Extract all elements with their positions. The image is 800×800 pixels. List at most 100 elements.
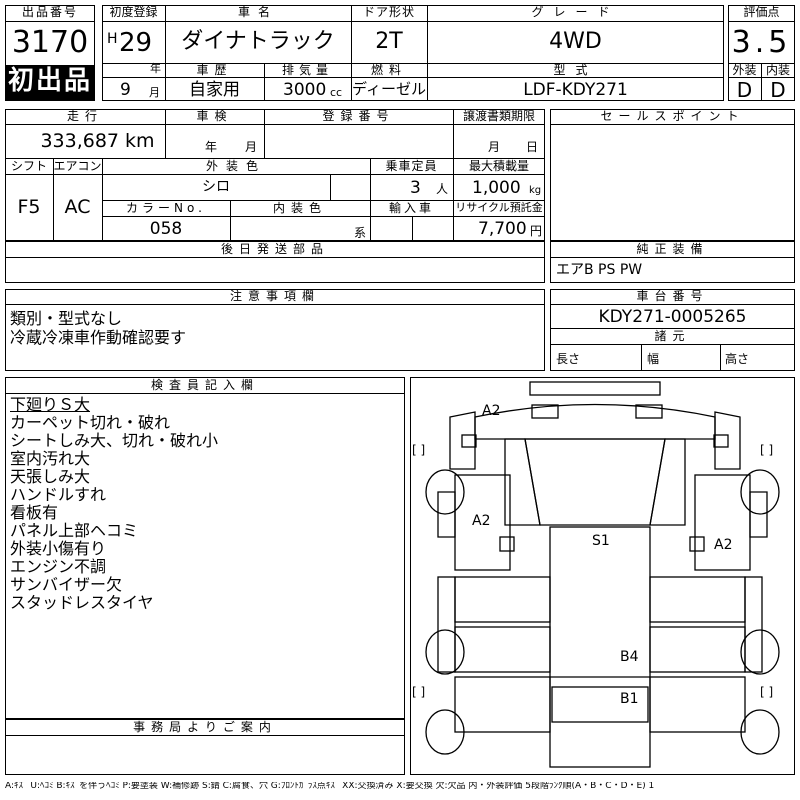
inspector-line: スタッドレスタイヤ (10, 593, 154, 612)
reg-label: 初度登録 (109, 5, 158, 19)
equipment: エアB PS PW (556, 262, 643, 278)
fuel-label: 燃料 (370, 63, 407, 77)
reg-month: 9 (120, 80, 131, 100)
first-listing-badge (5, 65, 95, 101)
exterior-label: 外装 (732, 63, 757, 77)
reg-era: H (107, 31, 118, 47)
interior-score: D (770, 78, 786, 102)
interior-color-label: 内装色 (272, 201, 327, 215)
inspector-line: サンバイザー欠 (10, 575, 123, 594)
history-label: 車歴 (196, 63, 233, 77)
car-name: ダイナトラック (181, 29, 335, 54)
note-line: 冷蔵冷凍車作動確認要す (10, 328, 187, 347)
grade-label: グレード (531, 5, 620, 19)
door-type: 2T (375, 29, 403, 54)
bracket-left-bottom: [ ] (412, 685, 426, 699)
inspection-month-unit: 月 (245, 140, 258, 154)
inspector-line: 天張しみ大 (10, 467, 91, 486)
inspector-line: 看板有 (10, 503, 59, 522)
inspector-box (5, 377, 405, 719)
office-box (5, 719, 405, 775)
recycle-unit: 円 (530, 224, 543, 238)
capacity-label: 乗車定員 (385, 159, 438, 173)
score: 3.5 (731, 25, 792, 60)
inspector-label: 検査員記入欄 (150, 378, 259, 392)
dimensions-label: 諸元 (654, 329, 691, 343)
damage-mark-a2-front: A2 (482, 403, 501, 419)
recycle-label: リサイクル預託金 (455, 201, 543, 214)
load-label: 最大積載量 (468, 159, 529, 173)
mileage-label: 走行 (66, 109, 103, 123)
colorno-label: カラーNo. (126, 201, 206, 215)
chassis-number: KDY271-0005265 (598, 307, 747, 327)
sales-point-box (550, 109, 795, 241)
vehicle-details-grid (5, 109, 545, 241)
truck-diagram (425, 381, 780, 768)
displacement-label: 排気量 (281, 63, 333, 77)
reg-year: 29 (119, 28, 153, 58)
shift-label: シフト (10, 159, 47, 173)
reg-month-unit: 月 (149, 86, 160, 99)
fuel: ディーゼル (352, 80, 426, 98)
car-name-label: 車名 (237, 5, 278, 19)
inspector-line: パネル上部ヘコミ (10, 521, 139, 540)
interior-label: 内装 (765, 63, 790, 77)
inspector-line: カーペット切れ・破れ (10, 413, 171, 432)
displacement: 3000 (283, 80, 327, 100)
transfer-day: 日 (526, 140, 539, 154)
header-grid (102, 5, 724, 101)
office-label: 事務局よりご案内 (133, 720, 277, 734)
displacement-unit: cc (330, 86, 343, 99)
bracket-right-bottom: [ ] (760, 685, 774, 699)
inspection-year-unit: 年 (205, 140, 218, 154)
later-parts-box (5, 241, 545, 283)
transfer-month: 月 (488, 140, 501, 154)
vehicle-diagram-box (410, 377, 795, 775)
air-conditioner: AC (64, 196, 91, 218)
recycle-deposit: 7,700 (478, 219, 527, 239)
notes-label: 注意事項欄 (229, 289, 320, 303)
mileage: 333,687 km (40, 130, 155, 152)
inspector-line: エンジン不調 (10, 557, 107, 576)
color-number: 058 (149, 219, 183, 239)
history: 自家用 (189, 80, 240, 100)
footer-legend: A:ｷｽﾞ U:ﾍｺﾐ B:ｷｽﾞを伴うﾍｺﾐ P:要塗装 W:補修跡 S:錆 … (5, 782, 655, 791)
model-label: 型式 (553, 63, 598, 77)
notes-box (5, 289, 545, 371)
exterior-score: D (736, 78, 753, 102)
reg-year-unit: 年 (150, 62, 161, 75)
max-load: 1,000 (472, 178, 521, 198)
inspector-line: 下廻りＳ大 (10, 395, 91, 414)
inspector-line: シートしみ大、切れ・破れ小 (10, 431, 219, 450)
shift: F5 (17, 196, 41, 218)
first-listing-label: 初出品 (7, 66, 92, 96)
damage-mark-b1: B1 (620, 691, 639, 707)
exterior-color: シロ (202, 179, 230, 195)
inspector-line: 室内汚れ大 (10, 449, 91, 468)
later-parts-label: 後日発送部品 (220, 242, 329, 256)
inspection-label: 車検 (196, 109, 233, 123)
plate-label: 登録番号 (322, 109, 395, 123)
sales-point-label: セールスポイント (600, 109, 745, 123)
score-label: 評価点 (743, 5, 780, 19)
capacity-unit: 人 (436, 182, 449, 196)
transfer-label: 譲渡書類期限 (462, 109, 535, 123)
damage-mark-s1: S1 (592, 533, 610, 549)
lot-number-label: 出品番号 (21, 5, 78, 19)
damage-mark-b4: B4 (620, 649, 639, 665)
bracket-left-top: [ ] (412, 443, 426, 457)
equipment-box (550, 241, 795, 283)
bracket-right-top: [ ] (760, 443, 774, 457)
inspector-line: 外装小傷有り (10, 539, 107, 558)
inspector-line: ハンドルすれ (10, 485, 107, 504)
note-line: 類別・型式なし (10, 309, 123, 328)
import-label: 輸入車 (388, 201, 434, 215)
interior-color-suffix: 系 (354, 226, 367, 240)
width-label: 幅 (647, 352, 660, 366)
door-label: ドア形状 (362, 5, 415, 19)
color-label: 外装色 (205, 159, 266, 173)
lot-number: 3170 (11, 25, 89, 60)
capacity: 3 (410, 178, 421, 198)
load-unit: kg (529, 185, 542, 196)
chassis-label: 車台番号 (636, 289, 709, 303)
